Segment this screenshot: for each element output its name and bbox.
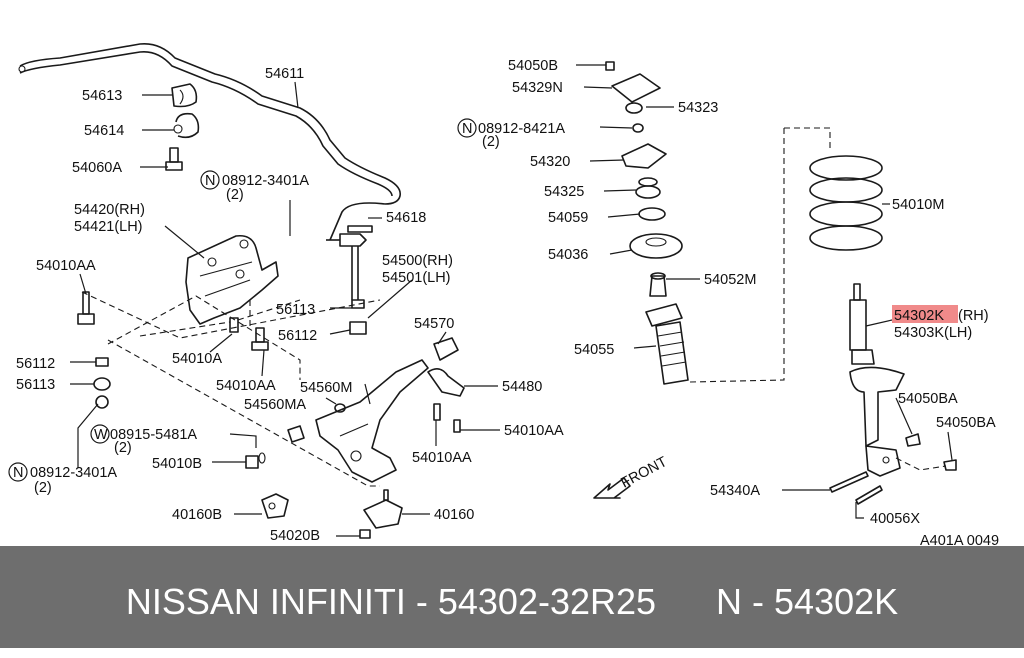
- parts-diagram: 54611 54613 54614 54060A N 08912-3401A (…: [8, 42, 1000, 546]
- n-marker-icon: N: [13, 465, 23, 481]
- label-08912-3401A-top-qty: (2): [226, 187, 244, 203]
- label-56112-left: 56112: [16, 356, 55, 372]
- bolt-54010AA-left: [77, 291, 95, 325]
- strut-mount-stack: [605, 61, 689, 385]
- label-08912-8421A-qty: (2): [482, 134, 500, 150]
- label-56112-mid: 56112: [278, 328, 317, 344]
- label-54010B: 54010B: [152, 456, 202, 472]
- label-54036: 54036: [548, 247, 588, 263]
- bolts-54340A: [829, 433, 957, 505]
- bushing-54570: [433, 337, 459, 361]
- label-54010A: 54010A: [172, 351, 222, 367]
- label-08912-8421A: 08912-8421A: [478, 121, 565, 137]
- front-label: FRONT: [618, 454, 670, 492]
- label-54010AA-low: 54010AA: [412, 450, 472, 466]
- label-54500: 54500(RH): [382, 253, 453, 269]
- part-number-banner: NISSAN INFINITI - 54302-32R25 N - 54302K: [0, 546, 1024, 648]
- label-54614: 54614: [84, 123, 124, 139]
- stabilizer-bar: [18, 42, 402, 241]
- label-54325: 54325: [544, 184, 584, 200]
- label-54329N: 54329N: [512, 80, 563, 96]
- bolt-54060A: [165, 147, 183, 171]
- transverse-link: [315, 359, 429, 483]
- ball-joint-40160B: [261, 493, 289, 519]
- bushing-54613: [171, 83, 198, 108]
- label-40160: 40160: [434, 507, 474, 523]
- label-54055: 54055: [574, 342, 614, 358]
- front-arrow: [593, 477, 631, 499]
- n-marker-icon: N: [462, 121, 472, 137]
- exploded-view-drawing: 54611 54613 54614 54060A N 08912-3401A (…: [8, 42, 999, 546]
- label-08912-3401A-low: 08912-3401A: [30, 465, 117, 481]
- label-54010AA-mid: 54010AA: [216, 378, 276, 394]
- coil-spring-54010M: [809, 155, 883, 251]
- label-54618: 54618: [386, 210, 426, 226]
- label-08915-5481A: 08915-5481A: [110, 427, 197, 443]
- label-54059: 54059: [548, 210, 588, 226]
- strut-54302K: [849, 283, 905, 477]
- label-56113-left: 56113: [16, 377, 55, 393]
- label-54421: 54421(LH): [74, 219, 143, 235]
- label-54010M: 54010M: [892, 197, 944, 213]
- label-54323: 54323: [678, 100, 718, 116]
- washer-bolt-54010B: [245, 452, 266, 469]
- label-54340A: 54340A: [710, 483, 760, 499]
- ball-joint-40160: [359, 489, 403, 539]
- label-54320: 54320: [530, 154, 570, 170]
- label-40160B: 40160B: [172, 507, 222, 523]
- label-54302K: 54302K: [894, 308, 944, 324]
- w-marker-icon: W: [94, 427, 108, 443]
- label-54611: 54611: [265, 66, 304, 82]
- bolt-54010A: [229, 317, 269, 351]
- label-54501: 54501(LH): [382, 270, 451, 286]
- label-54050B: 54050B: [508, 58, 558, 74]
- label-08915-5481A-qty: (2): [114, 440, 132, 456]
- label-54052M: 54052M: [704, 272, 756, 288]
- label-08912-3401A-low-qty: (2): [34, 480, 52, 496]
- label-56113-mid: 56113: [276, 302, 315, 318]
- label-54020B: 54020B: [270, 528, 320, 544]
- label-54050BA-b: 54050BA: [936, 415, 996, 431]
- transverse-link-bracket: [185, 234, 279, 325]
- part-number-text: NISSAN INFINITI - 54302-32R25 N - 54302K: [125, 581, 899, 622]
- label-54060A: 54060A: [72, 160, 122, 176]
- label-54613: 54613: [82, 88, 122, 104]
- drawing-code: A401A 0049: [920, 533, 999, 546]
- clamp-54614: [173, 112, 200, 139]
- label-54010AA-right: 54010AA: [504, 423, 564, 439]
- label-54570: 54570: [414, 316, 454, 332]
- n-marker-icon: N: [205, 173, 215, 189]
- bracket-54480: [427, 368, 465, 433]
- label-54302K-side: (RH): [958, 308, 989, 324]
- bushing-54560: [287, 403, 346, 443]
- label-54050BA-a: 54050BA: [898, 391, 958, 407]
- label-54303K: 54303K(LH): [894, 325, 972, 341]
- label-54560MA: 54560MA: [244, 397, 306, 413]
- label-08912-3401A-top: 08912-3401A: [222, 173, 309, 189]
- highlight-box: [892, 305, 958, 323]
- label-54480: 54480: [502, 379, 542, 395]
- label-54560M: 54560M: [300, 380, 352, 396]
- label-54010AA-left: 54010AA: [36, 258, 96, 274]
- label-40056X: 40056X: [870, 511, 920, 527]
- connecting-rod-54618: [326, 225, 373, 300]
- nut-stack-left: [93, 357, 111, 409]
- label-54420: 54420(RH): [74, 202, 145, 218]
